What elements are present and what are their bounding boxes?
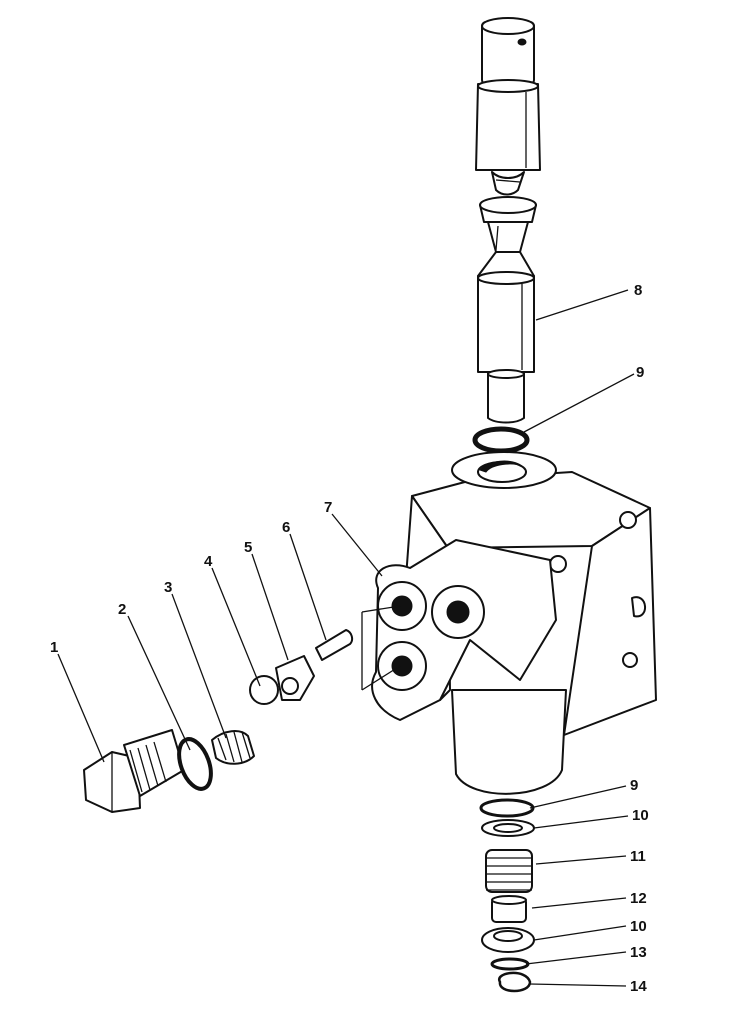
- spacer-part-12: [491, 895, 527, 923]
- leader-lines: [57, 289, 635, 987]
- pin-part-6: [315, 629, 354, 661]
- snap-ring-part-14: [498, 971, 532, 993]
- spring-part-3: [211, 730, 255, 765]
- callout-10-upper: 10: [632, 807, 649, 824]
- callout-5: 5: [244, 539, 252, 556]
- callout-14: 14: [630, 978, 647, 995]
- callout-2: 2: [118, 601, 126, 618]
- seat-part-5: [275, 655, 315, 701]
- washer-part-13: [490, 957, 530, 971]
- callout-9-upper: 9: [636, 364, 644, 381]
- seal-9-lower: [479, 798, 535, 818]
- washer-part-10-upper: [481, 819, 535, 837]
- seal-9-upper: [472, 426, 530, 454]
- plug-part-1: [83, 729, 185, 813]
- o-ring-part-2: [177, 737, 213, 791]
- spool-part: [475, 17, 541, 424]
- callout-12: 12: [630, 890, 647, 907]
- callout-10-lower: 10: [630, 918, 647, 935]
- callout-11: 11: [630, 848, 646, 865]
- callout-13: 13: [630, 944, 647, 961]
- callout-8: 8: [634, 282, 642, 299]
- callout-3: 3: [164, 579, 172, 596]
- valve-body: [361, 451, 657, 795]
- callout-6: 6: [282, 519, 290, 536]
- callouts: 1 2 3 4 5 6 7 8 9 9 10 11 12 10 13 14: [50, 282, 649, 995]
- callout-4: 4: [204, 553, 213, 570]
- callout-9-lower: 9: [630, 777, 638, 794]
- spring-part-11: [485, 849, 533, 893]
- callout-1: 1: [50, 639, 58, 656]
- washer-part-10-lower: [481, 927, 535, 953]
- callout-7: 7: [324, 499, 332, 516]
- ball-part-4: [249, 675, 279, 705]
